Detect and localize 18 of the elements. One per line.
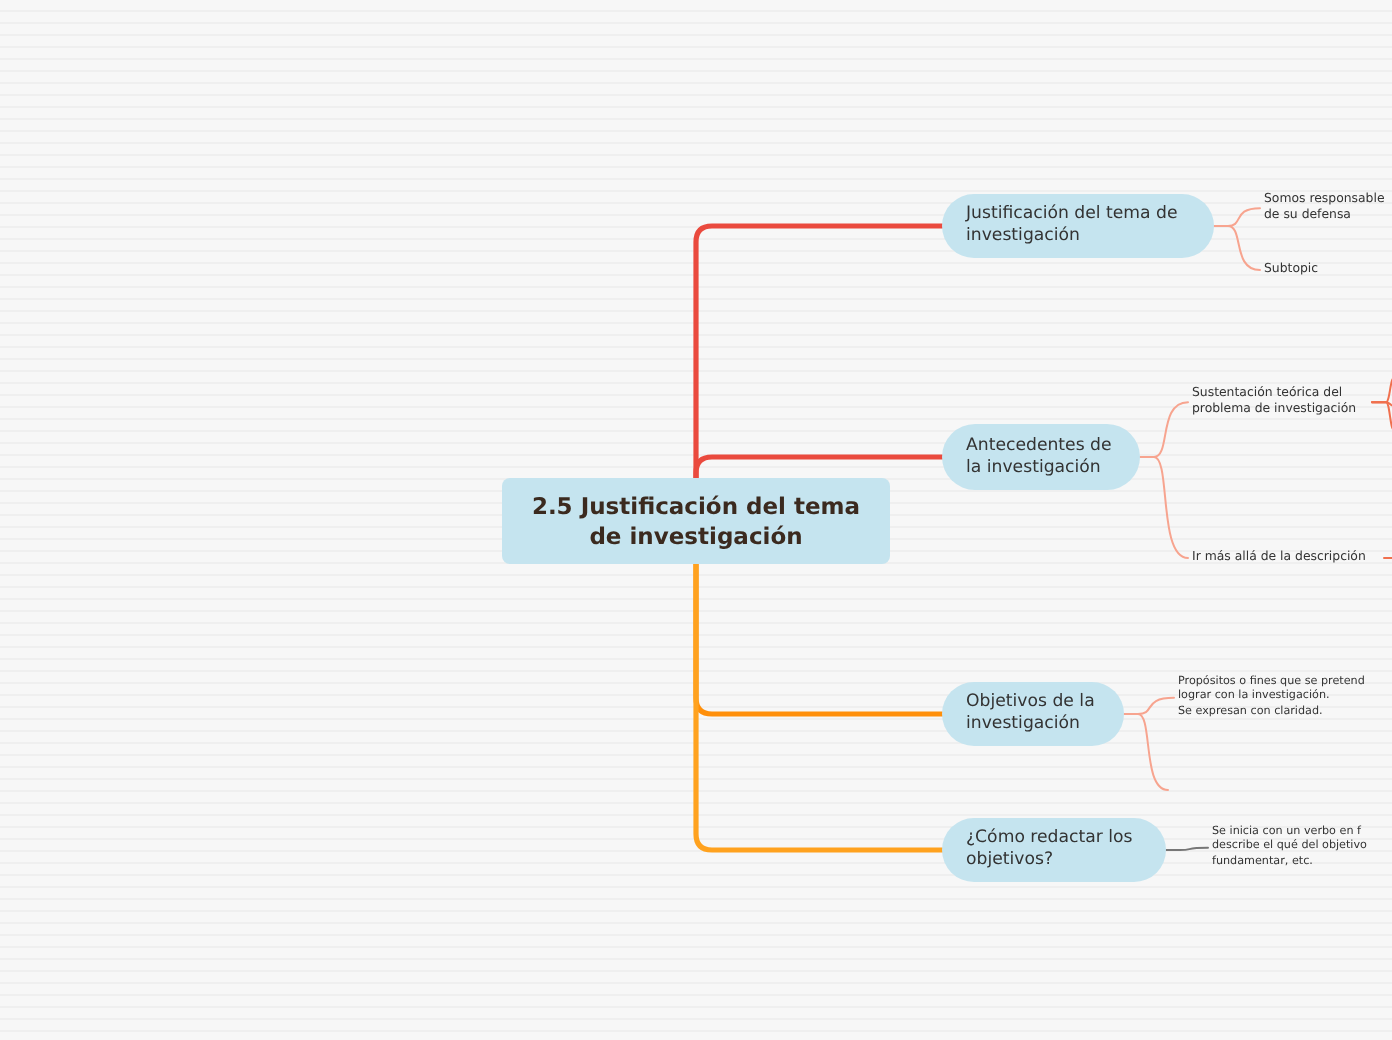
topic-label: Justificación del tema de investigación: [966, 204, 1180, 248]
topic-pill: [942, 424, 1140, 490]
branch-line: [693, 561, 945, 853]
central-topic-label: 2.5 Justificación del tema de investigación: [529, 491, 863, 551]
topic-label: Antecedentes de la investigación: [966, 435, 1114, 479]
topic-pill: [942, 682, 1124, 746]
connector-line: [1383, 557, 1392, 560]
connector-line: [1371, 401, 1392, 431]
connector-line: [1123, 713, 1169, 791]
branch-line: [693, 454, 945, 481]
central-topic-box: [502, 478, 890, 564]
connector-line: [1139, 456, 1189, 560]
topic-pill: [942, 194, 1214, 258]
topic-label: ¿Cómo redactar los objetivos?: [966, 828, 1135, 872]
connector-line: [1213, 225, 1261, 272]
connector-line: [1165, 846, 1209, 851]
topic-pill: [942, 818, 1166, 882]
topic-label: Objetivos de la investigación: [966, 692, 1097, 736]
